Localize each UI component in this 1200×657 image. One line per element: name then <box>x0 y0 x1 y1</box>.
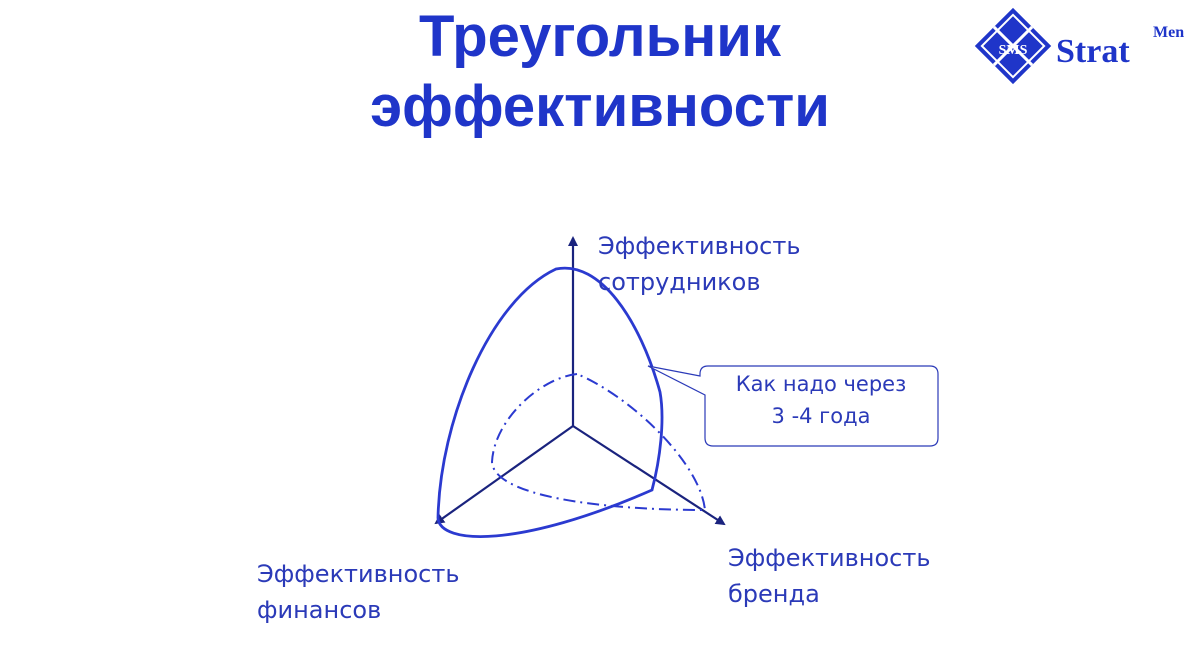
logo-word: Strat <box>1056 33 1130 70</box>
callout-bubble <box>647 365 939 447</box>
axis-brand <box>572 425 726 526</box>
axis-label-finance: Эффективность финансов <box>257 556 459 628</box>
axis-label-brand-line-2: бренда <box>728 580 820 608</box>
page-title: Треугольник эффективности <box>300 2 900 142</box>
axis-label-employees-line-1: Эффективность <box>598 232 801 260</box>
axis-label-employees-line-2: сотрудников <box>598 268 761 296</box>
callout-text: Как надо через 3 -4 года <box>705 368 937 432</box>
axis-label-finance-line-2: финансов <box>257 596 382 624</box>
axis-finance <box>434 425 574 525</box>
stratmen-logo: SMS Strat Men <box>968 6 1198 86</box>
callout-line-2: 3 -4 года <box>771 404 871 428</box>
axis-label-employees: Эффективность сотрудников <box>598 228 800 300</box>
axis-label-brand: Эффективность бренда <box>728 540 930 612</box>
logo-superscript: Men <box>1153 24 1185 41</box>
callout-line-1: Как надо через <box>735 372 907 396</box>
title-line-1: Треугольник <box>419 4 781 69</box>
title-line-2: эффективности <box>370 74 830 139</box>
axis-label-brand-line-1: Эффективность <box>728 544 931 572</box>
current-state-curve <box>490 372 707 512</box>
axis-label-finance-line-1: Эффективность <box>257 560 460 588</box>
target-state-curve <box>436 266 664 538</box>
logo-mark-icon: SMS <box>974 7 1052 85</box>
logo-mark-letters: SMS <box>999 43 1028 58</box>
